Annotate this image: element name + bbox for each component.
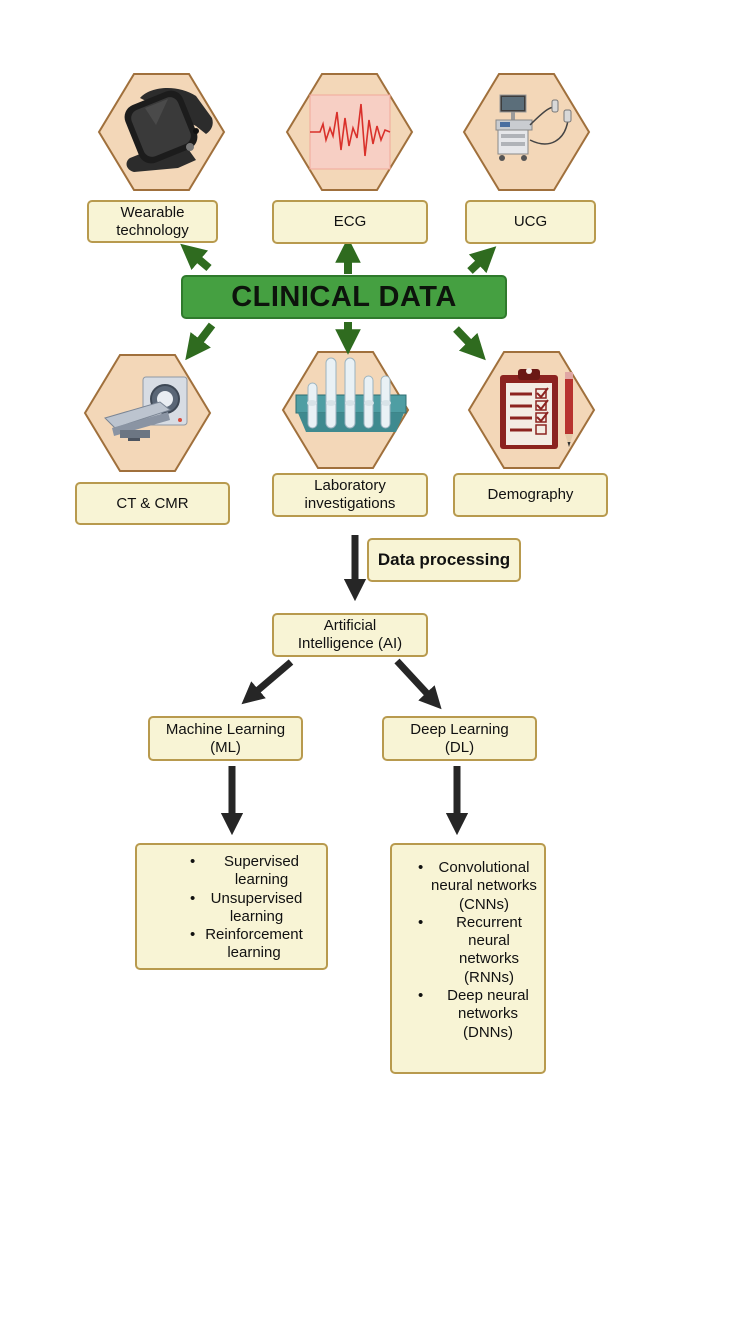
ml-item-unsupervised: Unsupervised learning	[210, 889, 303, 925]
source-laboratory-label: Laboratory investigations	[304, 477, 396, 512]
ecg-trace-icon	[309, 94, 391, 170]
data-processing-box: Data processing	[367, 538, 521, 582]
dl-item-dnn: Deep neural networks (DNNs)	[447, 987, 529, 1041]
dl-label: Deep Learning (DL)	[410, 720, 509, 756]
ml-types-box: Supervised learning Unsupervised learnin…	[135, 843, 328, 970]
source-demography: Demography	[453, 473, 608, 517]
arrow-to-ml	[241, 659, 294, 705]
clinical-data-box: CLINICAL DATA	[181, 275, 507, 319]
source-demography-label: Demography	[487, 486, 574, 503]
ai-box: Artificial Intelligence (AI)	[272, 613, 428, 657]
arrow-to-demography	[453, 326, 486, 361]
list-item: Deep neural networks (DNNs)	[392, 987, 544, 1042]
list-item: Recurrent neural networks (RNNs)	[392, 914, 544, 987]
source-wearable: Wearable technology	[87, 200, 218, 243]
arrow-to-dl	[394, 658, 442, 710]
clipboard-checklist-icon	[500, 368, 573, 449]
test-tubes-icon	[295, 357, 407, 432]
dl-box: Deep Learning (DL)	[382, 716, 537, 761]
source-ucg-label: UCG	[513, 213, 548, 230]
ml-box: Machine Learning (ML)	[148, 716, 303, 761]
list-item: Supervised learning	[137, 853, 326, 890]
arrow-to-ct-cmr	[185, 322, 216, 361]
arrow-to-wearable	[180, 243, 212, 272]
dl-item-cnn: Convolutional neural networks (CNNs)	[431, 859, 537, 913]
dl-types-box: Convolutional neural networks (CNNs) Rec…	[390, 843, 546, 1074]
ai-label: Artificial Intelligence (AI)	[297, 617, 403, 652]
source-ecg: ECG	[272, 200, 428, 244]
source-laboratory: Laboratory investigations	[272, 473, 428, 517]
source-ecg-label: ECG	[333, 213, 367, 230]
arrow-to-ucg	[467, 246, 497, 274]
list-item: Unsupervised learning	[137, 890, 326, 927]
list-item: Convolutional neural networks (CNNs)	[392, 859, 544, 914]
clinical-data-label: CLINICAL DATA	[231, 280, 457, 313]
source-wearable-label: Wearable technology	[116, 203, 189, 239]
ml-types-list: Supervised learning Unsupervised learnin…	[137, 853, 326, 963]
smartwatch-icon	[124, 87, 213, 172]
source-ct-cmr: CT & CMR	[75, 482, 230, 525]
list-item: Reinforcement learning	[137, 926, 326, 963]
ml-item-supervised: Supervised learning	[223, 853, 300, 889]
dl-item-rnn: Recurrent neural networks (RNNs)	[456, 913, 522, 986]
dl-types-list: Convolutional neural networks (CNNs) Rec…	[392, 859, 544, 1042]
ml-item-reinforcement: Reinforcement learning	[205, 926, 303, 962]
ultrasound-machine-icon	[495, 94, 572, 161]
data-processing-label: Data processing	[377, 550, 511, 569]
source-ucg: UCG	[465, 200, 596, 244]
ct-scanner-icon	[104, 376, 188, 441]
ml-label: Machine Learning (ML)	[165, 720, 286, 756]
source-ct-cmr-label: CT & CMR	[116, 494, 189, 512]
